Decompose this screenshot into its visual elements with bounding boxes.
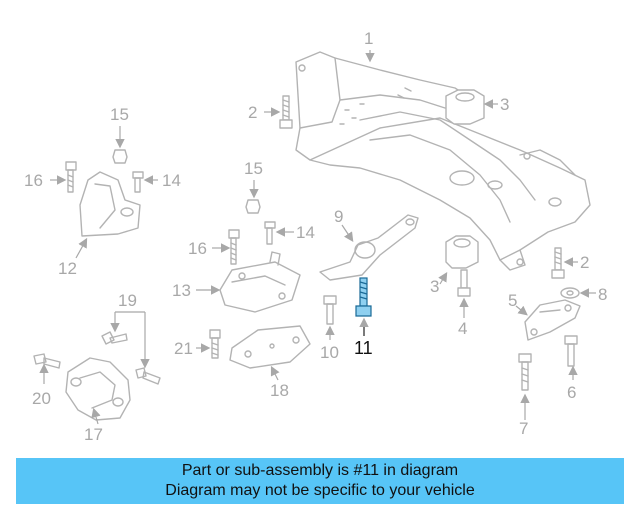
bolt-part-14-left bbox=[132, 171, 144, 193]
bolt-part-11-highlighted bbox=[355, 277, 372, 317]
callout-12: 12 bbox=[58, 259, 77, 278]
info-banner: Part or sub-assembly is #11 in diagram D… bbox=[16, 458, 624, 504]
callout-17: 17 bbox=[84, 425, 103, 444]
callout-5: 5 bbox=[508, 291, 517, 310]
callout-8: 8 bbox=[598, 285, 607, 304]
bolt-part-10 bbox=[323, 295, 337, 325]
bolt-part-20 bbox=[33, 353, 61, 369]
washer-part-8 bbox=[560, 287, 580, 299]
bolt-part-14-right bbox=[264, 221, 276, 245]
callout-2-upper: 2 bbox=[248, 103, 257, 122]
callout-15-left: 15 bbox=[110, 105, 129, 124]
bracket-plate-part-18 bbox=[229, 325, 311, 369]
bushing-part-3-upper bbox=[445, 89, 485, 125]
callout-15-right: 15 bbox=[244, 159, 263, 178]
callout-3-lower: 3 bbox=[430, 277, 439, 296]
bracket-part-5 bbox=[524, 299, 581, 341]
callout-14-right: 14 bbox=[296, 223, 315, 242]
callout-10: 10 bbox=[320, 343, 339, 362]
nut-part-15-left bbox=[112, 149, 128, 164]
callout-3-upper: 3 bbox=[500, 95, 509, 114]
callout-4: 4 bbox=[458, 319, 467, 338]
nut-part-15-right bbox=[245, 199, 261, 214]
stud-part-16-left bbox=[65, 161, 77, 193]
bolt-part-19-left bbox=[101, 331, 128, 345]
bushing-part-3-lower bbox=[445, 235, 479, 269]
callout-6: 6 bbox=[567, 383, 576, 402]
bolt-part-19-right bbox=[135, 367, 161, 385]
leader-lines bbox=[39, 50, 596, 425]
callout-11-highlighted: 11 bbox=[354, 338, 373, 358]
callout-16-left: 16 bbox=[24, 171, 43, 190]
bolt-part-6 bbox=[564, 335, 578, 367]
callout-16-right: 16 bbox=[188, 239, 207, 258]
callout-19: 19 bbox=[118, 291, 137, 310]
callout-13: 13 bbox=[172, 281, 191, 300]
callout-2-lower: 2 bbox=[580, 253, 589, 272]
torque-rod-part-9 bbox=[319, 214, 419, 281]
callout-18: 18 bbox=[270, 381, 289, 400]
bolt-part-7 bbox=[518, 353, 532, 391]
callout-7: 7 bbox=[519, 419, 528, 438]
bolt-part-2-upper bbox=[279, 95, 293, 129]
bracket-part-13 bbox=[219, 251, 301, 313]
bolt-part-4 bbox=[457, 269, 471, 297]
bolt-part-2-lower bbox=[551, 247, 565, 279]
banner-line-2: Diagram may not be specific to your vehi… bbox=[165, 482, 475, 499]
callout-21: 21 bbox=[174, 339, 193, 358]
transmission-mount-part-17 bbox=[65, 357, 131, 421]
banner-line-1: Part or sub-assembly is #11 in diagram bbox=[181, 462, 459, 479]
callout-14-left: 14 bbox=[162, 171, 181, 190]
stud-part-16-right bbox=[228, 229, 240, 265]
callout-9: 9 bbox=[334, 207, 343, 226]
bolt-part-21 bbox=[209, 329, 221, 359]
engine-mount-part-12 bbox=[79, 171, 141, 237]
callout-1: 1 bbox=[364, 29, 373, 48]
callout-20: 20 bbox=[32, 389, 51, 408]
parts-diagram: 1 2 3 3 4 5 6 7 8 2 9 10 11 12 13 14 14 … bbox=[24, 29, 607, 444]
subframe-part-1 bbox=[295, 51, 591, 271]
